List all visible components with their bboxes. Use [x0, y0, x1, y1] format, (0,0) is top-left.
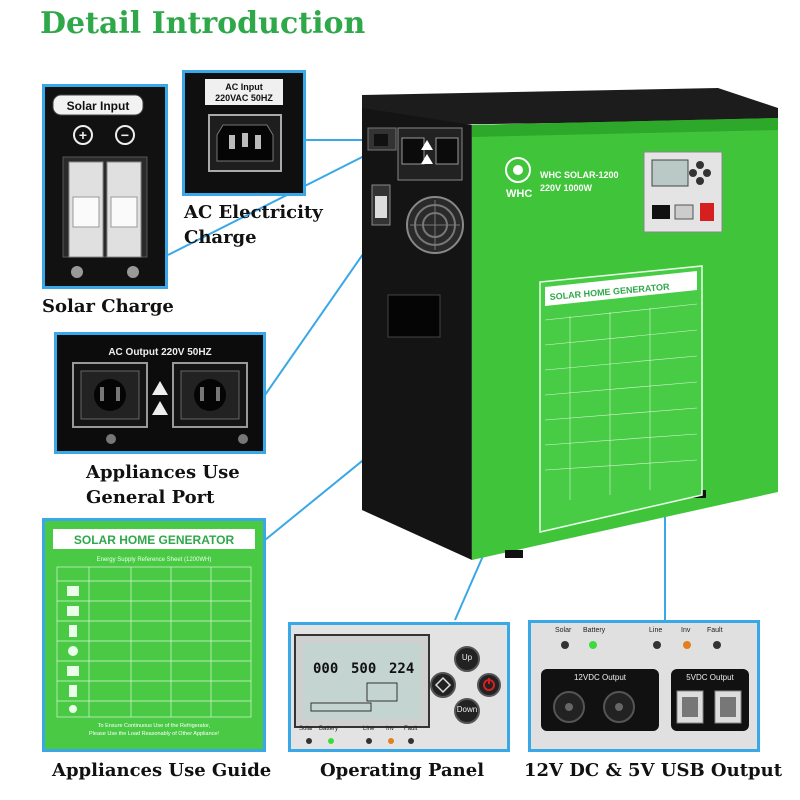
up-button[interactable]: Up	[461, 653, 473, 662]
operating-panel-detail: 000 500 224	[294, 634, 501, 744]
device-brand: WHC	[506, 188, 532, 200]
led-label-solar: Solar	[299, 726, 314, 732]
device-rating: 220V 1000W	[540, 183, 593, 193]
guide-note-1: To Ensure Continuous Use of the Refriger…	[98, 723, 211, 729]
out-led-label-fault: Fault	[707, 627, 723, 634]
output-panel-detail	[541, 641, 749, 731]
caption-appl-line1: Appliances Use	[86, 462, 240, 483]
ac-input-detail: AC Input 220VAC 50HZ	[205, 79, 283, 172]
guide-subtitle: Energy Supply Reference Sheet (1200WH)	[97, 557, 212, 563]
plus-icon: +	[79, 127, 87, 143]
operating-panel: 000 500 224 Up Down Solar Battery Line I…	[288, 622, 510, 752]
caption-ac-charge: AC Electricity Charge	[184, 200, 323, 250]
out-led-label-line: Line	[649, 627, 663, 634]
ac-input-spec: 220VAC 50HZ	[215, 93, 273, 103]
led-label-fault: Fault	[404, 726, 418, 732]
out-led-label-battery: Battery	[583, 627, 606, 634]
usb-output-label: 5VDC Output	[686, 673, 734, 682]
caption-appliances-port: Appliances Use General Port	[86, 460, 240, 510]
out-led-label-solar: Solar	[555, 627, 572, 634]
caption-output: 12V DC & 5V USB Output	[524, 760, 783, 781]
caption-guide: Appliances Use Guide	[52, 760, 272, 781]
ac-input-panel: AC Input 220VAC 50HZ	[182, 70, 306, 196]
appliances-guide-panel: SOLAR HOME GENERATOR Energy Supply Refer…	[42, 518, 266, 752]
lcd-value-2: 500	[351, 661, 376, 677]
lcd-value-3: 224	[389, 661, 414, 677]
caption-solar-charge: Solar Charge	[42, 296, 174, 317]
dc-output-label: 12VDC Output	[573, 673, 627, 682]
ac-output-detail: AC Output 220V 50HZ	[72, 347, 248, 444]
led-label-inv: Inv	[386, 726, 395, 732]
guide-title: SOLAR HOME GENERATOR	[74, 533, 235, 547]
down-button[interactable]: Down	[456, 705, 478, 714]
leds-row	[306, 738, 414, 744]
caption-operating-panel: Operating Panel	[320, 760, 485, 781]
out-led-label-inv: Inv	[681, 627, 691, 634]
ac-output-label: AC Output 220V 50HZ	[108, 347, 211, 358]
device-model: WHC SOLAR-1200	[540, 170, 619, 180]
dc-usb-output-panel: Solar Battery Line Inv Fault 12VDC Outpu…	[528, 620, 760, 752]
minus-icon: −	[121, 127, 129, 143]
solar-input-label: Solar Input	[67, 99, 130, 113]
guide-sheet: SOLAR HOME GENERATOR Energy Supply Refer…	[53, 529, 255, 737]
caption-ac-line2: Charge	[184, 227, 257, 248]
led-label-battery: Battery	[319, 726, 339, 732]
ac-input-label: AC Input	[225, 82, 263, 92]
page-title: Detail Introduction	[40, 6, 366, 41]
guide-note-2: Please Use the Load Reasonably of Other …	[89, 731, 219, 737]
solar-input-detail: Solar Input + −	[52, 94, 148, 278]
led-label-line: Line	[363, 726, 375, 732]
solar-input-panel: Solar Input + −	[42, 84, 168, 289]
caption-ac-line1: AC Electricity	[184, 202, 323, 223]
ac-output-panel: AC Output 220V 50HZ	[54, 332, 266, 454]
caption-appl-line2: General Port	[86, 487, 215, 508]
lcd-value-1: 000	[313, 661, 338, 677]
